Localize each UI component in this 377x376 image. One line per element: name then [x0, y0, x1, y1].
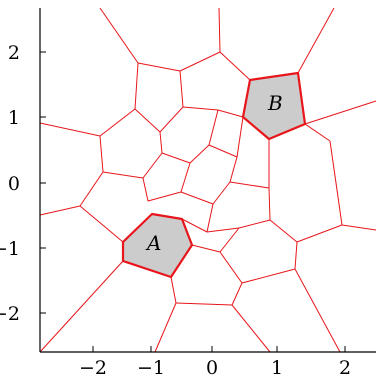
voronoi-edge: [208, 144, 238, 158]
voronoi-edge: [294, 268, 341, 353]
voronoi-edge: [142, 152, 163, 179]
cell-b: [241, 71, 307, 141]
x-axis-ticks: [92, 346, 346, 352]
voronoi-edge: [39, 260, 124, 353]
x-tick-label: −1: [137, 357, 165, 376]
voronoi-edge: [329, 140, 343, 226]
voronoi-edge: [134, 62, 139, 110]
voronoi-edge: [219, 227, 240, 253]
voronoi-edge: [99, 7, 139, 64]
voronoi-edge: [218, 7, 221, 53]
y-tick-label: −1: [0, 238, 20, 260]
cell-a: [121, 212, 194, 279]
voronoi-edge: [137, 51, 251, 81]
voronoi-edge: [79, 205, 124, 243]
voronoi-edge: [142, 177, 182, 202]
y-tick-labels: 2 1 0 −1 −2: [0, 42, 20, 325]
voronoi-edge: [269, 219, 298, 243]
voronoi-edge: [229, 156, 238, 183]
x-tick-label: 1: [271, 357, 283, 376]
voronoi-edges: [39, 7, 377, 353]
voronoi-edge: [238, 219, 271, 229]
voronoi-edge: [296, 224, 343, 243]
voronoi-edge: [99, 135, 104, 173]
voronoi-edge: [208, 109, 219, 146]
voronoi-edge: [159, 106, 244, 133]
voronoi-edge: [175, 302, 233, 306]
x-tick-label: −2: [79, 357, 107, 376]
voronoi-edge: [170, 276, 177, 304]
y-tick-label: 0: [8, 173, 20, 195]
voronoi-edge: [179, 70, 184, 108]
cell-b-label: B: [267, 91, 283, 115]
voronoi-edge: [236, 116, 244, 158]
x-tick-label: 2: [339, 357, 351, 376]
voronoi-edge: [102, 171, 144, 179]
voronoi-edge: [219, 251, 243, 284]
y-tick-label: 1: [8, 107, 20, 129]
voronoi-edge: [241, 268, 296, 284]
voronoi-edge: [191, 244, 221, 253]
y-tick-label: 2: [8, 42, 20, 64]
voronoi-edge: [297, 7, 335, 74]
voronoi-edge: [206, 227, 240, 233]
axes-frame: [39, 8, 376, 353]
voronoi-edge: [304, 123, 331, 142]
voronoi-edge: [231, 282, 243, 306]
y-axis-ticks: [40, 51, 46, 314]
voronoi-edge: [180, 162, 191, 193]
x-tick-labels: −2 −1 0 1 2: [79, 357, 351, 376]
y-tick-label: −2: [0, 303, 20, 325]
voronoi-edge: [231, 304, 271, 353]
voronoi-edge: [39, 205, 81, 216]
voronoi-edge: [39, 122, 101, 137]
voronoi-edge: [134, 108, 161, 133]
voronoi-edge: [79, 171, 104, 207]
voronoi-edge: [304, 100, 377, 125]
voronoi-edge: [159, 131, 210, 164]
voronoi-edge: [154, 302, 177, 353]
voronoi-edge: [294, 241, 298, 270]
voronoi-edge: [206, 203, 214, 233]
cell-a-label: A: [145, 231, 161, 255]
voronoi-edge: [341, 224, 377, 231]
voronoi-edge: [99, 108, 136, 137]
voronoi-edge: [180, 181, 270, 205]
x-tick-label: 0: [206, 357, 218, 376]
voronoi-edge: [268, 187, 271, 221]
voronoi-edge: [181, 218, 208, 233]
